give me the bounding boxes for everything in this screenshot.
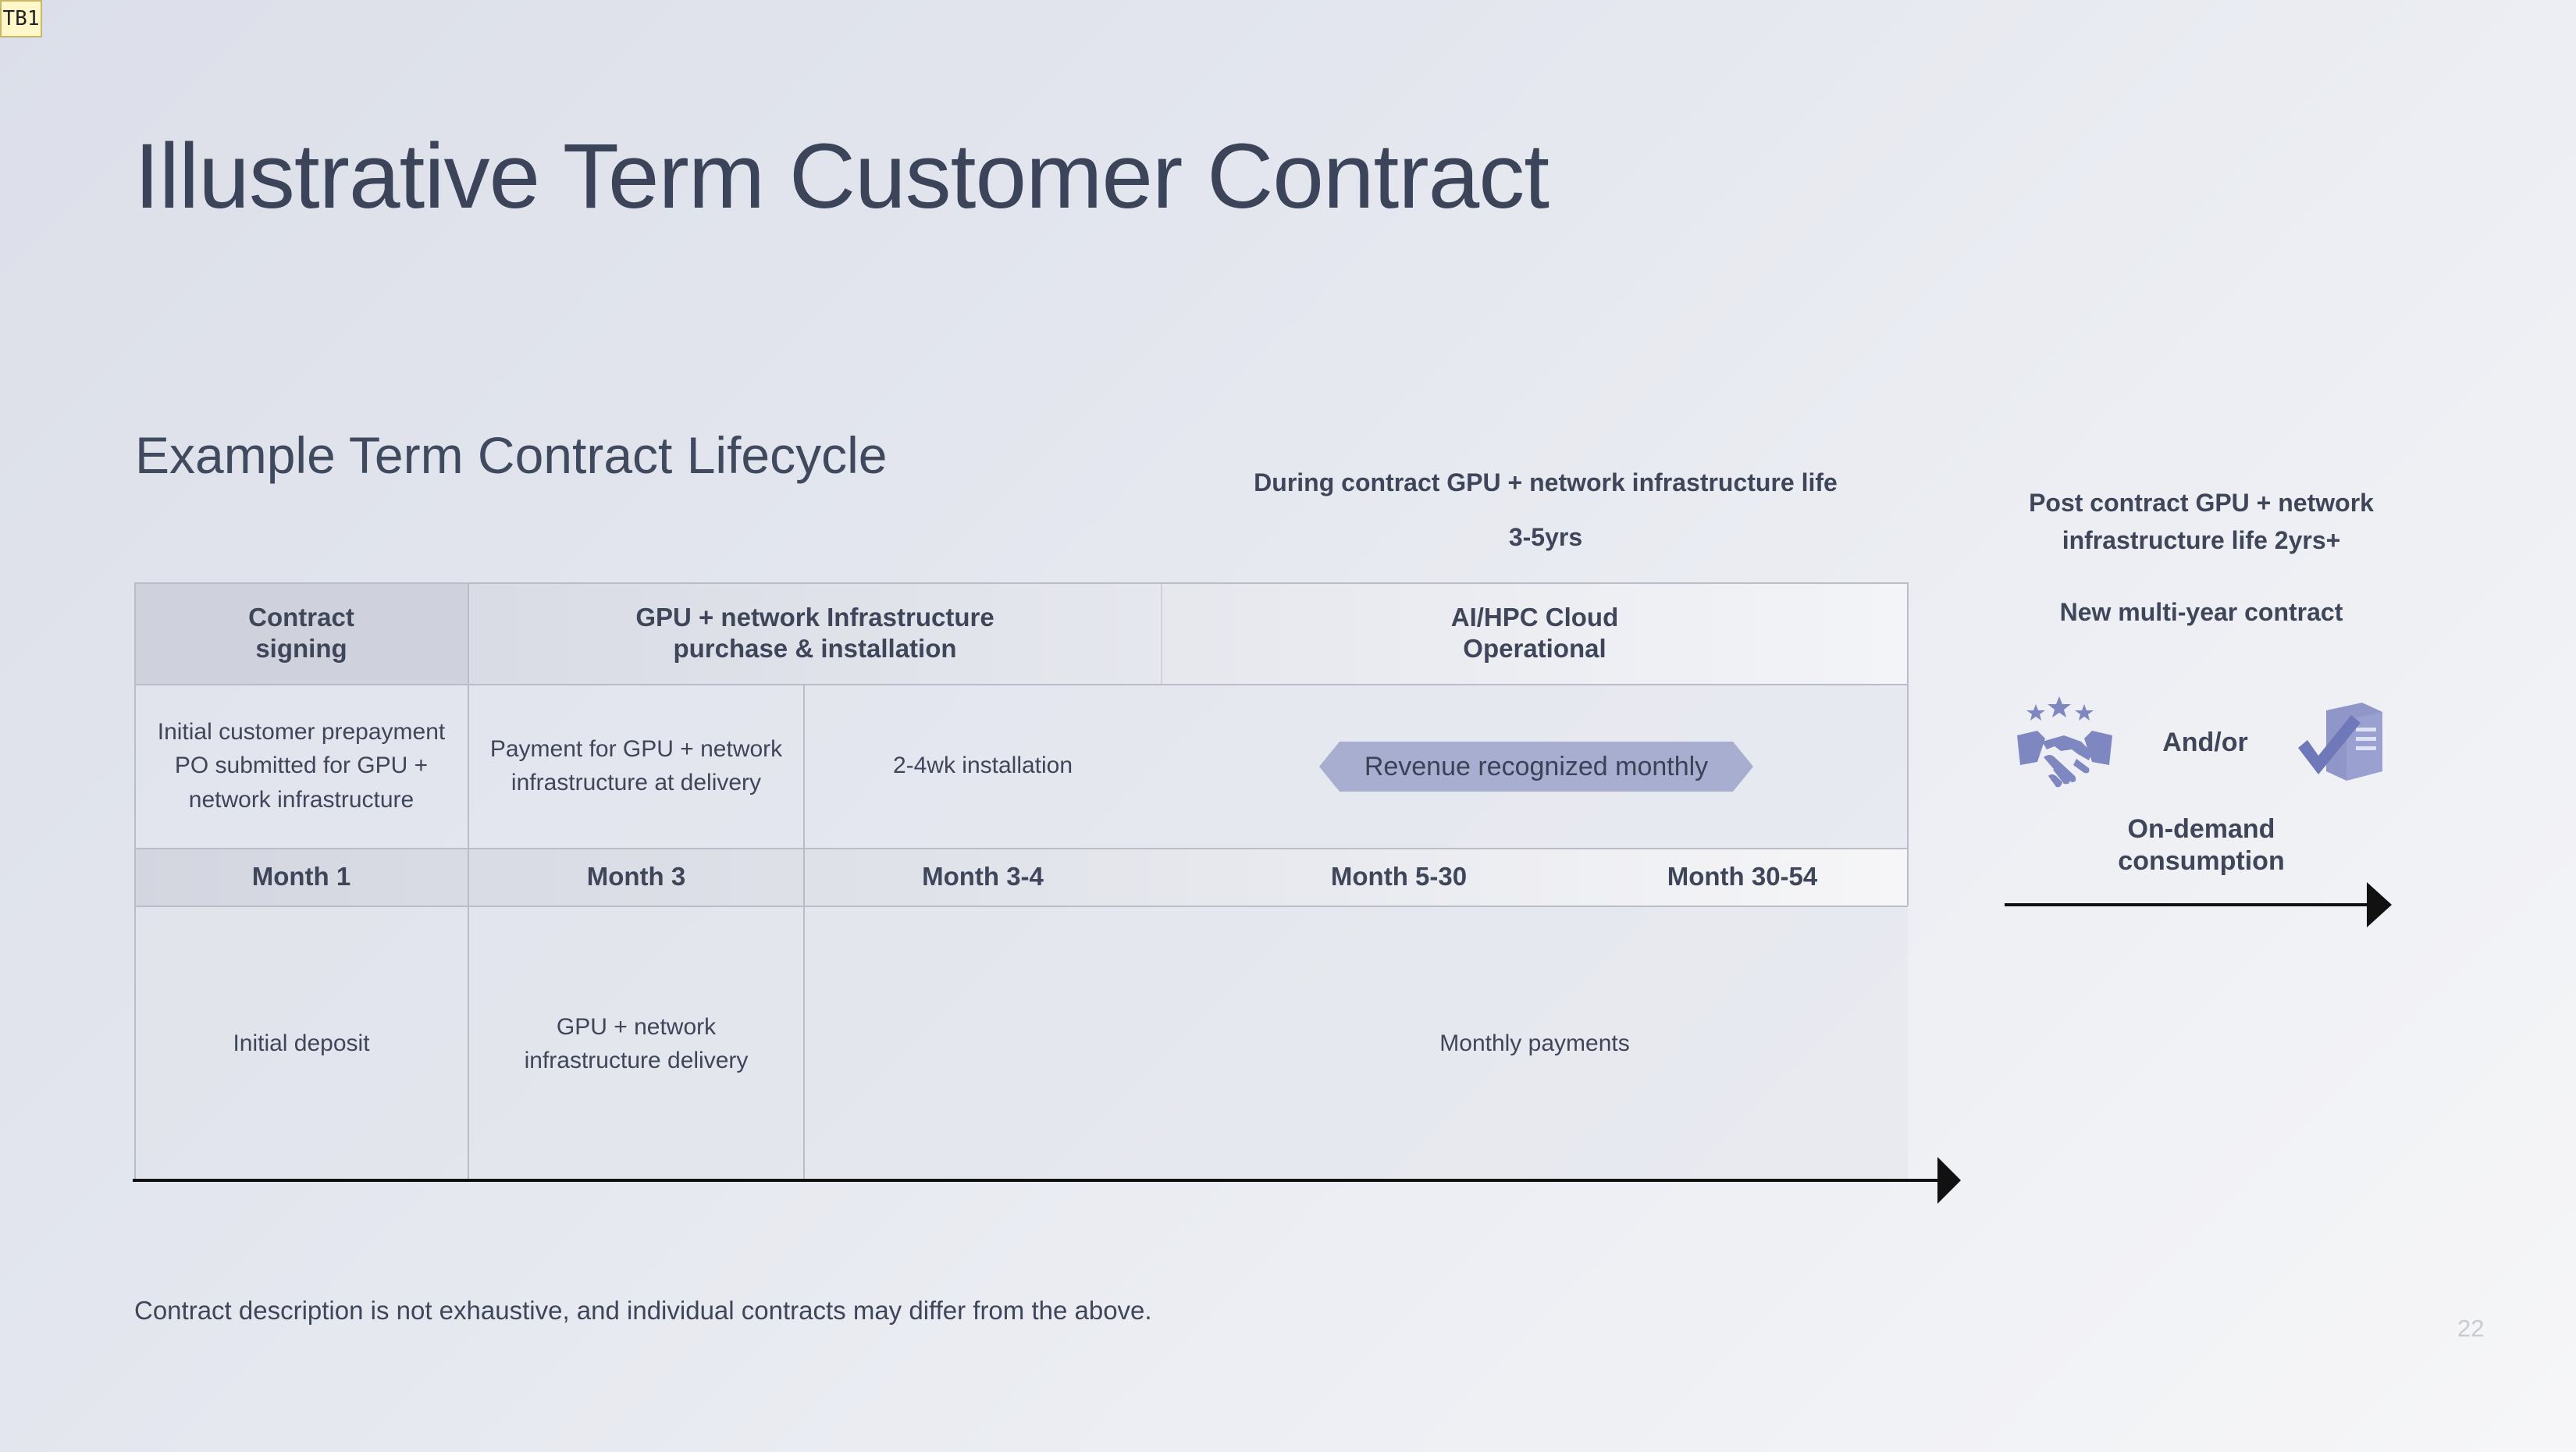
month-5-30: Month 5-30 bbox=[1330, 862, 1468, 891]
desc-prepayment: Initial customer prepayment PO submitted … bbox=[134, 684, 468, 848]
grid-line bbox=[134, 684, 1908, 685]
desc-prepay-line1: Initial customer prepayment bbox=[157, 718, 446, 745]
post-contract-line2: infrastructure life 2yrs+ bbox=[2062, 526, 2341, 554]
page-title: Illustrative Term Customer Contract bbox=[134, 125, 1550, 228]
during-contract-duration: 3-5yrs bbox=[1508, 523, 1583, 551]
header-infra-line2: purchase & installation bbox=[673, 634, 957, 663]
post-contract-label: Post contract GPU + network infrastructu… bbox=[1967, 484, 2435, 559]
desc-payment-line1: Payment for GPU + network bbox=[489, 735, 783, 762]
month-row bbox=[134, 848, 1908, 906]
desc-prepay-line3: network infrastructure bbox=[188, 786, 415, 813]
grid-line bbox=[134, 848, 1908, 849]
timeline-arrow bbox=[133, 1155, 1961, 1205]
desc-installation: 2-4wk installation bbox=[892, 753, 1073, 779]
header-cloud-line2: Operational bbox=[1463, 634, 1606, 663]
revenue-recognized-badge: Revenue recognized monthly bbox=[1319, 742, 1753, 792]
grid-line bbox=[468, 582, 469, 1182]
and-or-label: And/or bbox=[2162, 728, 2248, 757]
grid-line bbox=[803, 684, 805, 1182]
header-infra-line1: GPU + network Infrastructure bbox=[635, 603, 994, 632]
events-row bbox=[134, 906, 1908, 1182]
grid-line bbox=[134, 582, 136, 1182]
page-number: 22 bbox=[2457, 1315, 2485, 1342]
grid-line bbox=[134, 906, 1908, 907]
on-demand-label: On-demand consumption bbox=[1967, 813, 2435, 877]
footnote: Contract description is not exhaustive, … bbox=[134, 1296, 1152, 1325]
on-demand-line1: On-demand bbox=[2127, 814, 2275, 844]
month-3-4: Month 3-4 bbox=[922, 862, 1044, 891]
desc-payment-line2: infrastructure at delivery bbox=[511, 770, 762, 795]
header-signing-bg bbox=[134, 582, 468, 684]
new-contract-label: New multi-year contract bbox=[2059, 598, 2343, 626]
month-1: Month 1 bbox=[251, 862, 351, 891]
event-infrastructure-delivery: GPU + network infrastructure delivery bbox=[468, 906, 804, 1182]
post-contract-arrow bbox=[2005, 881, 2392, 929]
desc-prepay-line2: PO submitted for GPU + bbox=[174, 753, 429, 779]
grid-line bbox=[1907, 582, 1909, 906]
header-cloud-line1: AI/HPC Cloud bbox=[1450, 603, 1619, 632]
handshake-stars-icon bbox=[2014, 695, 2115, 792]
section-subtitle: Example Term Contract Lifecycle bbox=[135, 426, 888, 484]
event-delivery-line1: GPU + network bbox=[556, 1013, 717, 1040]
on-demand-line2: consumption bbox=[2118, 845, 2285, 876]
event-monthly-payments: Monthly payments bbox=[1439, 1030, 1630, 1057]
grid-line bbox=[1161, 582, 1162, 684]
header-signing-line1: Contract bbox=[248, 603, 354, 632]
month-3: Month 3 bbox=[586, 862, 686, 891]
server-check-icon bbox=[2295, 699, 2389, 785]
grid-line bbox=[134, 582, 1908, 584]
desc-payment-delivery: Payment for GPU + network infrastructure … bbox=[468, 684, 804, 848]
during-contract-label: During contract GPU + network infrastruc… bbox=[1254, 468, 1838, 496]
event-delivery-line2: infrastructure delivery bbox=[524, 1048, 749, 1073]
tb1-tag: TB1 bbox=[0, 0, 42, 37]
post-contract-line1: Post contract GPU + network bbox=[2029, 489, 2374, 517]
header-signing-line2: signing bbox=[255, 634, 347, 663]
month-30-54: Month 30-54 bbox=[1667, 862, 1818, 891]
event-initial-deposit: Initial deposit bbox=[233, 1030, 370, 1057]
